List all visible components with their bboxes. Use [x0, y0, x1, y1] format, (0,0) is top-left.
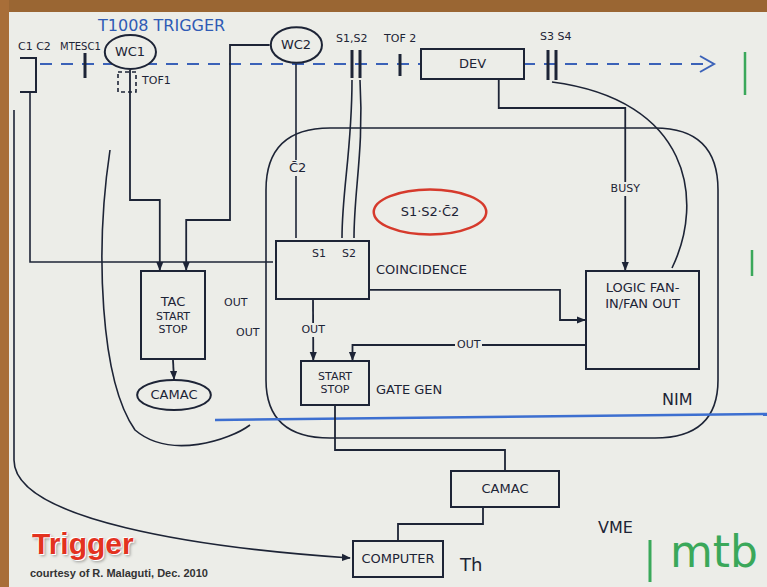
signal-wire	[14, 110, 350, 558]
node-heading: GATE GEN	[376, 382, 442, 398]
ellipse-outline	[137, 380, 211, 410]
signal-cable	[173, 360, 174, 379]
node-label: S1·S2·C̄2	[401, 204, 460, 220]
tac-box: TACSTARTSTOP	[140, 270, 206, 360]
detector-name: TOF 2	[382, 32, 418, 45]
node-label: DEV	[459, 56, 486, 72]
cable-label: OUT	[299, 323, 326, 336]
signal-name: OUT	[222, 296, 249, 309]
signal-wire	[354, 80, 361, 238]
green-mark	[745, 52, 752, 276]
note: mtb	[668, 526, 760, 579]
green-mark	[649, 540, 652, 582]
node-label: TAC	[161, 294, 186, 310]
overlay-title: Trigger	[30, 526, 136, 562]
node-label: LOGIC FAN-IN/FAN OUT	[594, 280, 691, 311]
cable-label: BUSY	[609, 182, 642, 195]
detector-name: S3 S4	[538, 30, 573, 43]
signal-wire	[342, 80, 352, 238]
note: Th	[458, 554, 484, 576]
detector-name: C1 C2	[16, 40, 53, 53]
loop-line	[102, 150, 250, 446]
signal-name: S2	[340, 247, 358, 260]
signal-cable	[398, 508, 483, 540]
credit-caption: courtesy of R. Malaguti, Dec. 2010	[30, 567, 208, 579]
node-label: CAMAC	[151, 387, 198, 403]
signal-wire	[295, 64, 297, 238]
node-label: START	[156, 310, 190, 323]
trigger-condition-ellipse: S1·S2·C̄2	[372, 188, 488, 236]
tof-counter	[118, 72, 136, 92]
ellipse-outline	[104, 35, 155, 69]
signal-cable	[186, 45, 269, 270]
scintillator	[352, 50, 360, 78]
node-label: WC2	[281, 37, 311, 53]
camac-crate-box: CAMAC	[450, 470, 560, 508]
signal-cable	[130, 70, 160, 270]
signal-wire	[552, 82, 687, 268]
loop-line	[266, 128, 718, 438]
ellipse-outline	[270, 27, 321, 63]
board-frame	[0, 0, 9, 587]
standard-name: NIM	[660, 390, 695, 409]
cable-label: OUT	[455, 338, 482, 351]
signal-name: C̄2	[287, 160, 308, 176]
node-heading: COINCIDENCE	[376, 262, 467, 278]
chamber-circle: WC1	[104, 34, 157, 70]
beam-arrow	[700, 56, 714, 72]
tof-counter	[399, 54, 402, 76]
gate-generator-box: STARTSTOPGATE GEN	[300, 360, 370, 406]
detector-name: S1,S2	[334, 32, 369, 45]
signal-cable	[499, 80, 626, 270]
computer-box: COMPUTER	[352, 540, 444, 578]
node-label: START	[318, 370, 352, 383]
signal-cable	[370, 290, 585, 320]
board-title: T1008 TRIGGER	[98, 16, 225, 35]
node-label: CAMAC	[482, 481, 529, 497]
signal-cable	[335, 406, 505, 470]
node-label: WC1	[115, 44, 145, 60]
signal-name: S1	[310, 247, 328, 260]
detector-name: TOF1	[140, 74, 173, 87]
crate-divider	[215, 414, 767, 420]
node-label: STOP	[159, 323, 188, 336]
ellipse-outline	[374, 189, 487, 234]
board-frame	[0, 0, 767, 12]
standard-name: VME	[596, 518, 635, 537]
scintillator	[84, 52, 87, 78]
device-box: DEV	[420, 48, 525, 80]
chamber-circle: WC2	[270, 26, 323, 64]
node-label: STOP	[321, 383, 350, 396]
node-label: COMPUTER	[361, 551, 434, 567]
signal-name: OUT	[234, 326, 261, 339]
cherenkov-counter	[20, 58, 36, 92]
signal-wire	[30, 92, 273, 262]
fan-in-out-box: LOGIC FAN-IN/FAN OUT	[585, 270, 700, 370]
camac-ellipse: CAMAC	[136, 379, 212, 411]
detector-name: MTESC1	[58, 41, 103, 53]
scintillator	[548, 50, 556, 80]
